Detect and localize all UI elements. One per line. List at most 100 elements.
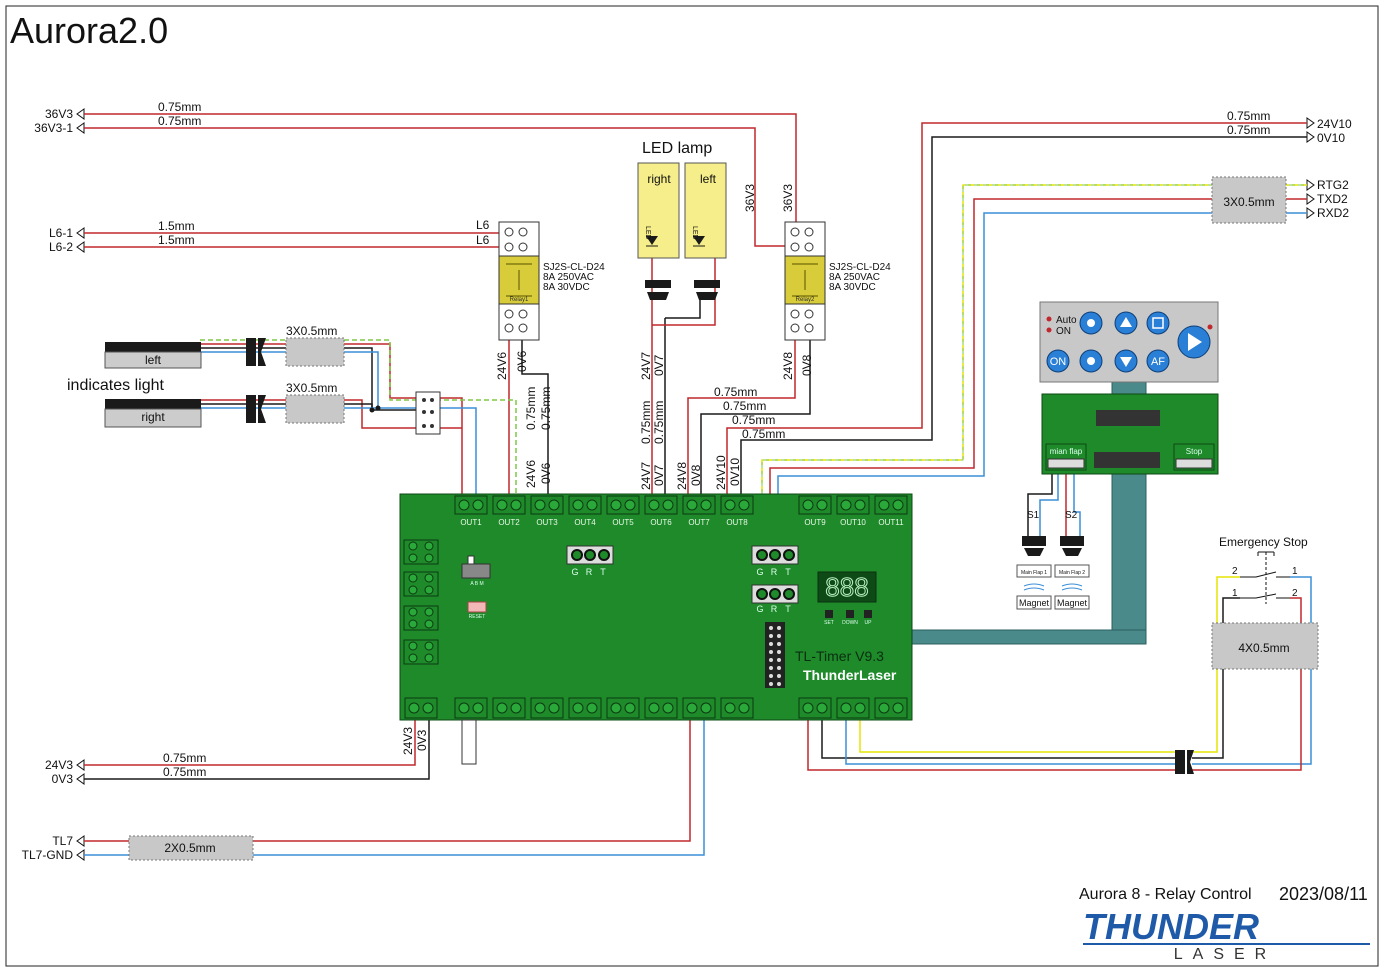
vertical-label-0v7-top: 0V7 [652, 354, 666, 376]
grt3-t: T [785, 604, 791, 614]
terminal-rtg2: RTG2 [1317, 178, 1349, 192]
magnet-1-label: Magnet [1019, 598, 1050, 608]
terminal-rxd2: RXD2 [1317, 206, 1349, 220]
vertical-label-075-c: 0.75mm [639, 401, 653, 444]
seven-segment-display [817, 571, 877, 603]
terminal-24v10: 24V10 [1317, 117, 1352, 131]
reset-button [467, 601, 487, 613]
bottom-terminal-12 [874, 697, 908, 719]
bottom-terminal-5 [568, 697, 602, 719]
magnet-1-box [1016, 595, 1052, 610]
connector-indicator-left [246, 338, 266, 366]
vertical-label-36v3-b: 36V3 [781, 184, 795, 212]
terminal-l6-2: L6-2 [49, 240, 73, 254]
side-terminal-1 [403, 539, 439, 565]
button-down-label: DOWN [842, 620, 858, 626]
wire-led-link-red [652, 258, 716, 326]
wire-label-0v3: 0.75mm [163, 765, 206, 779]
panel-button-frame[interactable] [1146, 311, 1170, 335]
wire-label-36v3: 0.75mm [158, 100, 201, 114]
out-terminal-3: OUT3 [530, 495, 564, 527]
magnet-1-icon [1023, 583, 1045, 591]
main-flap-2-label: Main Flap 2 [1059, 570, 1085, 576]
indicator-right-body [104, 408, 202, 428]
relay-1-ac: 8A 250VAC [543, 272, 594, 283]
grt1-g: G [571, 567, 578, 577]
wire-estop-blue-up [1192, 576, 1312, 765]
panel-button-light[interactable] [1079, 311, 1103, 335]
side-terminal-3 [403, 605, 439, 631]
relay1-l6-label-1: L6 [476, 218, 490, 232]
relay-1-model: SJ2S-CL-D24 [543, 262, 605, 273]
wire-24v8 [687, 330, 796, 498]
estop-pin-2a: 2 [1232, 566, 1238, 577]
wire-36v3-1 [84, 127, 790, 247]
out-terminal-6: OUT6 [644, 495, 678, 527]
terminal-arrow-l6-2 [76, 241, 85, 253]
relay-1-dc: 8A 30VDC [543, 282, 590, 293]
vertical-label-24v3: 24V3 [401, 727, 415, 755]
main-flap-1-box [1016, 564, 1052, 578]
bottom-terminal-10 [798, 697, 832, 719]
terminal-arrow-36v3 [76, 108, 85, 120]
main-flap-2-box [1054, 564, 1090, 578]
terminal-36v3-1: 36V3-1 [34, 121, 73, 135]
thunder-laser-logo: THUNDER LASER [1083, 906, 1370, 963]
vertical-label-0v6-top: 0V6 [515, 350, 529, 372]
vertical-label-24v6-bot: 24V6 [524, 460, 538, 488]
wire-label-36v3-1: 0.75mm [158, 114, 201, 128]
connector-s1 [1022, 536, 1046, 556]
grt3-g: G [756, 604, 763, 614]
panel-button-up[interactable] [1114, 311, 1138, 335]
terminal-arrow-36v3-1 [76, 122, 85, 134]
flap-board-header-bottom [1094, 452, 1160, 468]
terminal-arrow-txd2 [1306, 193, 1315, 205]
terminal-arrow-24v3 [76, 759, 85, 771]
wire-label-24v10: 0.75mm [1227, 109, 1270, 123]
panel-button-start[interactable] [1177, 325, 1211, 359]
wire-0v10 [740, 136, 1307, 498]
panel-button-laser[interactable] [1079, 349, 1103, 373]
wire-s2-blue [1073, 470, 1081, 536]
grt2-t: T [785, 567, 791, 577]
panel-button-down[interactable] [1114, 349, 1138, 373]
connector-led-right [645, 280, 671, 300]
out-terminal-5: OUT5 [606, 495, 640, 527]
mian-flap-label: mian flap [1050, 447, 1083, 456]
terminal-0v10: 0V10 [1317, 131, 1345, 145]
relay-1-name: Relay1 [510, 297, 529, 303]
terminal-arrow-tl7-gnd [76, 849, 85, 861]
bottom-terminal-11 [836, 697, 870, 719]
wire-24v3 [84, 718, 416, 766]
out-terminal-label: OUT10 [840, 518, 866, 527]
cable-label-serial: 3X0.5mm [1223, 195, 1274, 209]
mode-switch-body [461, 563, 491, 579]
terminal-txd2: TXD2 [1317, 192, 1348, 206]
bottom-terminal-2 [454, 697, 488, 719]
wire-estop-black-up [1192, 597, 1240, 759]
estop-pin-1a: 1 [1292, 566, 1298, 577]
relay-2-ac: 8A 250VAC [829, 272, 880, 283]
panel-button-af[interactable]: AF [1146, 349, 1170, 373]
junction-block [415, 391, 441, 435]
board-buttons [825, 610, 872, 618]
wire-s1-blue [1039, 470, 1059, 536]
drawing-title: Aurora2.0 [10, 10, 168, 51]
out-terminal-label: OUT9 [804, 518, 826, 527]
cable-label-indicator-right: 3X0.5mm [286, 381, 337, 395]
cable-box-indicator-right [285, 394, 345, 424]
wire-tl7 [84, 718, 691, 842]
indicator-left-cap [105, 342, 201, 352]
panel-auto-label: Auto [1056, 315, 1077, 326]
cable-box-indicator-left [285, 337, 345, 367]
out-terminal-label: OUT11 [878, 518, 904, 527]
out-terminal-label: OUT5 [612, 518, 634, 527]
panel-button-on[interactable]: ON [1046, 349, 1070, 373]
magnet-2-icon [1061, 583, 1083, 591]
grt1-t: T [600, 567, 606, 577]
bottom-terminal-3 [492, 697, 526, 719]
out-terminal-label: OUT2 [498, 518, 520, 527]
out-terminal-11: OUT11 [874, 495, 908, 527]
